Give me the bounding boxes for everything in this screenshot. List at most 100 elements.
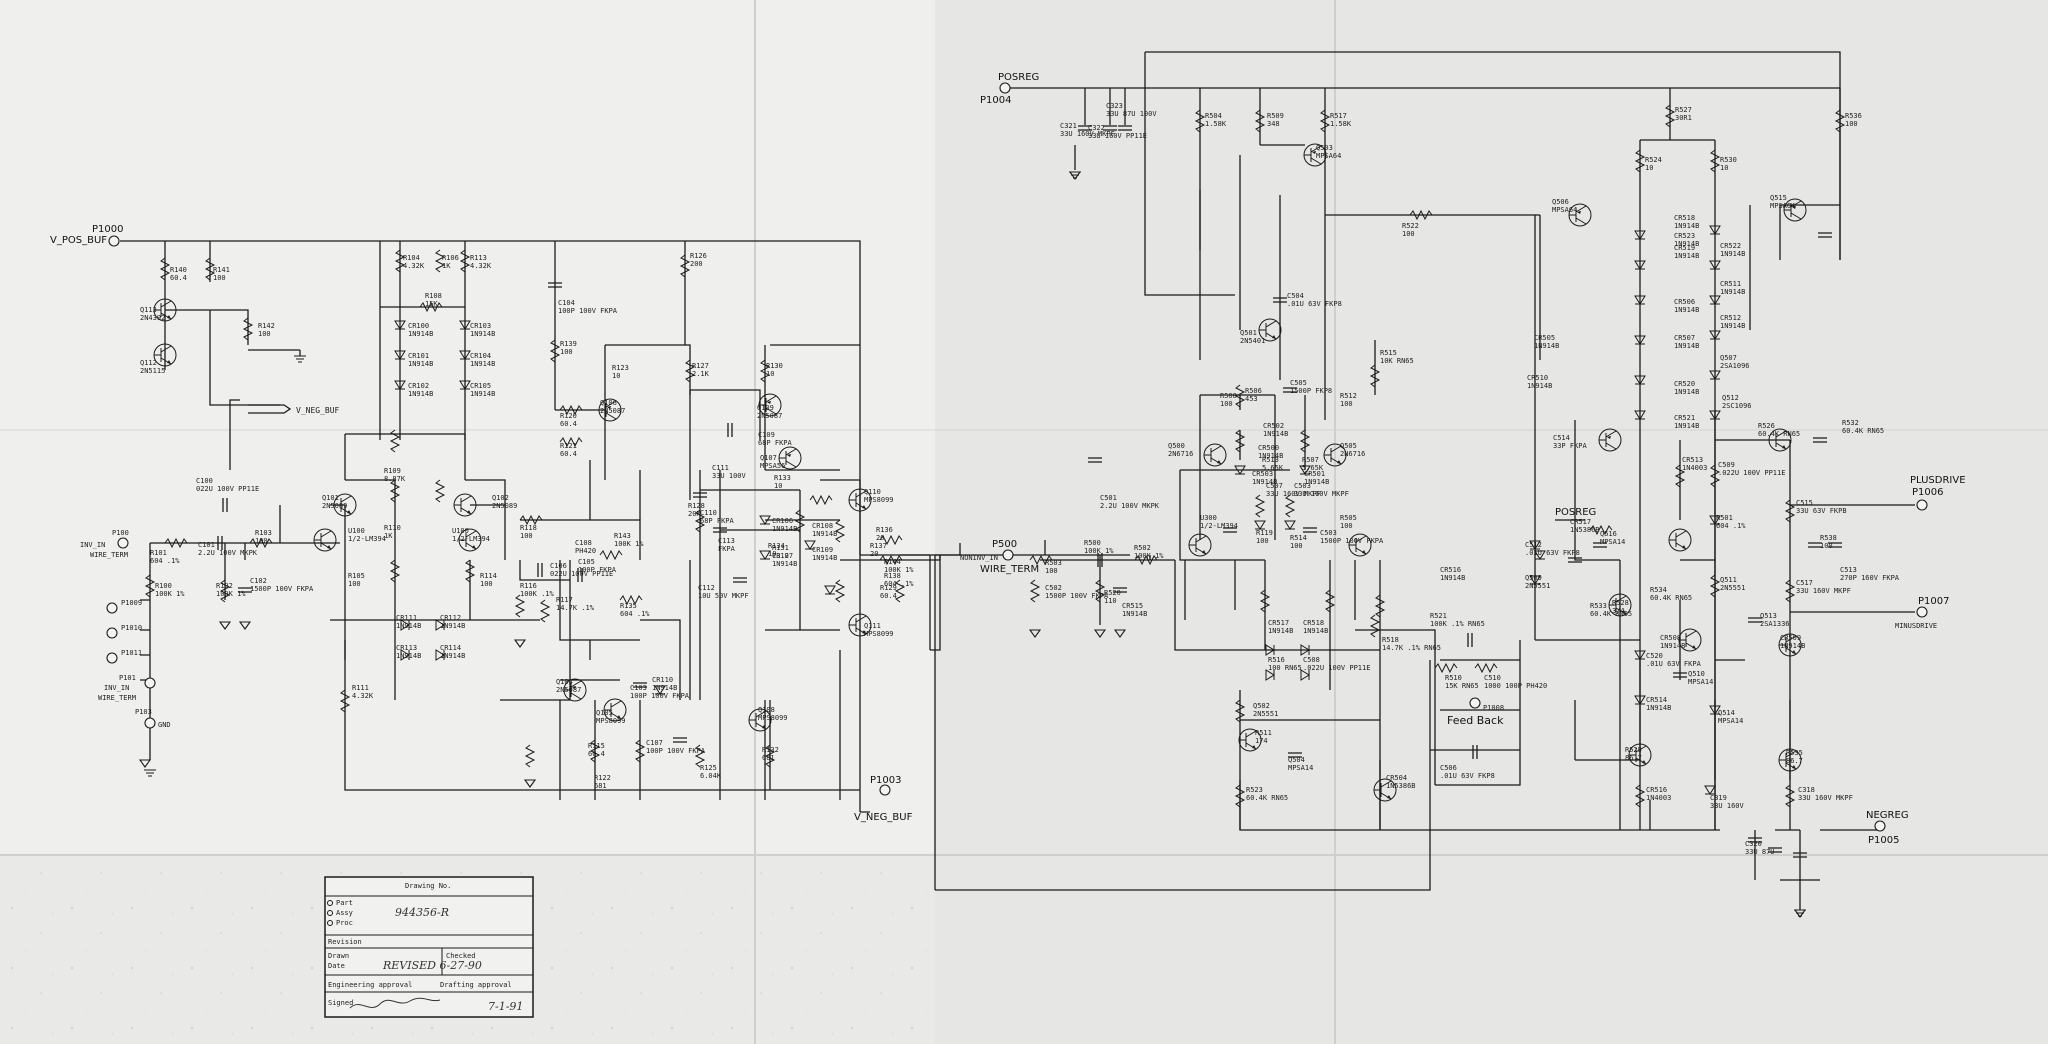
component-value: 1N914B [1674,240,1699,248]
component-ref: C104 [558,299,575,307]
component-ref: Q107 [760,454,777,462]
p1000-port[interactable]: P1000 V_POS_BUF [50,224,123,247]
terminal-icon [108,235,120,247]
component-ref: C113 [718,537,735,545]
component-ref: Q513 [1760,612,1777,620]
p1006-port[interactable]: PLUSDRIVE P1006 [1910,475,1966,511]
component-value: 1N914B [396,652,421,660]
p101-port[interactable]: P101 INV_IN WIRE_TERM [98,674,156,702]
component-ref: CR114 [440,644,461,652]
component-value: .01U 63V FKP8 [1287,300,1342,308]
p1011-port[interactable]: P1011 [106,649,142,664]
component-ref: C321 [1060,122,1077,130]
component-ref: CR518 [1674,214,1695,222]
component-ref: Q510 [1688,670,1705,678]
component-value: 10 [774,482,782,490]
component-value: 30R1 [1675,114,1692,122]
port-ref: P1010 [121,624,142,632]
component-value: 86.7 [1786,757,1803,765]
component-value: 2N4392 [140,314,165,322]
p1003-port[interactable]: P1003 V_NEG_BUF [854,775,913,823]
component-value: 1N914B [1674,252,1699,260]
component-value: 1N914B [1258,452,1283,460]
component-value: 60.4 [560,420,577,428]
component-ref: CR109 [812,546,833,554]
component-ref: C320 [1745,840,1762,848]
component-ref: Q104 [556,678,573,686]
p1008-port[interactable]: P1008 Feed Back [1447,697,1504,727]
title-block-label: Revision [328,938,362,946]
p1009-port[interactable]: P1009 [106,599,142,614]
component-value: 60.4 [588,750,605,758]
component-ref: R133 [774,474,791,482]
component-value: 453 [1245,395,1258,403]
component-value: 1N914B [772,560,797,568]
terminal-icon [144,717,156,729]
component-ref: R105 [348,572,365,580]
component-ref: R507 [1302,456,1319,464]
component-ref: CR110 [652,676,673,684]
component-ref: R129 [880,584,897,592]
component-value: 100K 1% [1134,552,1164,560]
title-block-label: Checked [446,952,476,960]
component-value: MPSA14 [1718,717,1743,725]
component-value: 2N5087 [600,407,625,415]
p1005-port[interactable]: NEGREG P1005 [1820,810,1909,846]
component-value: 33U 160V MKPF [1060,130,1115,138]
p500-port[interactable]: P500 NONINV_IN WIRE_TERM [960,539,1039,575]
component-value: 270P 160V FKPA [1840,574,1900,582]
component-value: 1K [384,532,393,540]
component-ref: R510 [1445,674,1462,682]
net-label: V_NEG_BUF [296,406,340,415]
component-value: 15K RN65 [1445,682,1479,690]
p103-port[interactable]: P103 GND [135,708,171,729]
component-ref: C100 [196,477,213,485]
component-value: 100 [1045,567,1058,575]
component-ref: C105 [578,558,595,566]
component-value: 1N914B [812,530,837,538]
p100-port[interactable]: P100 INV_IN WIRE_TERM [80,529,129,559]
component-ref: C505 [1290,379,1307,387]
port-ref: P103 [135,708,152,716]
component-value: .022U 100V PP11E [1303,664,1370,672]
p1007-port[interactable]: P1007 MINUSDRIVE [1895,596,1949,630]
component-ref: C520 [1646,652,1663,660]
component-value: 15K [425,300,438,308]
component-value: 33U 87U 100V [1106,110,1157,118]
component-ref: CR107 [772,552,793,560]
component-value: 20 [876,534,884,542]
component-value: MPS8099 [758,714,788,722]
component-ref: CR516 [1440,566,1461,574]
p1004-port[interactable]: POSREG P1004 [980,72,1039,106]
component-value: 100 [213,274,226,282]
component-ref: CR503 [1252,470,1273,478]
component-ref: CR106 [772,517,793,525]
component-ref: C514 [1553,434,1570,442]
component-ref: CR523 [1674,232,1695,240]
p1010-port[interactable]: P1010 [106,624,142,639]
